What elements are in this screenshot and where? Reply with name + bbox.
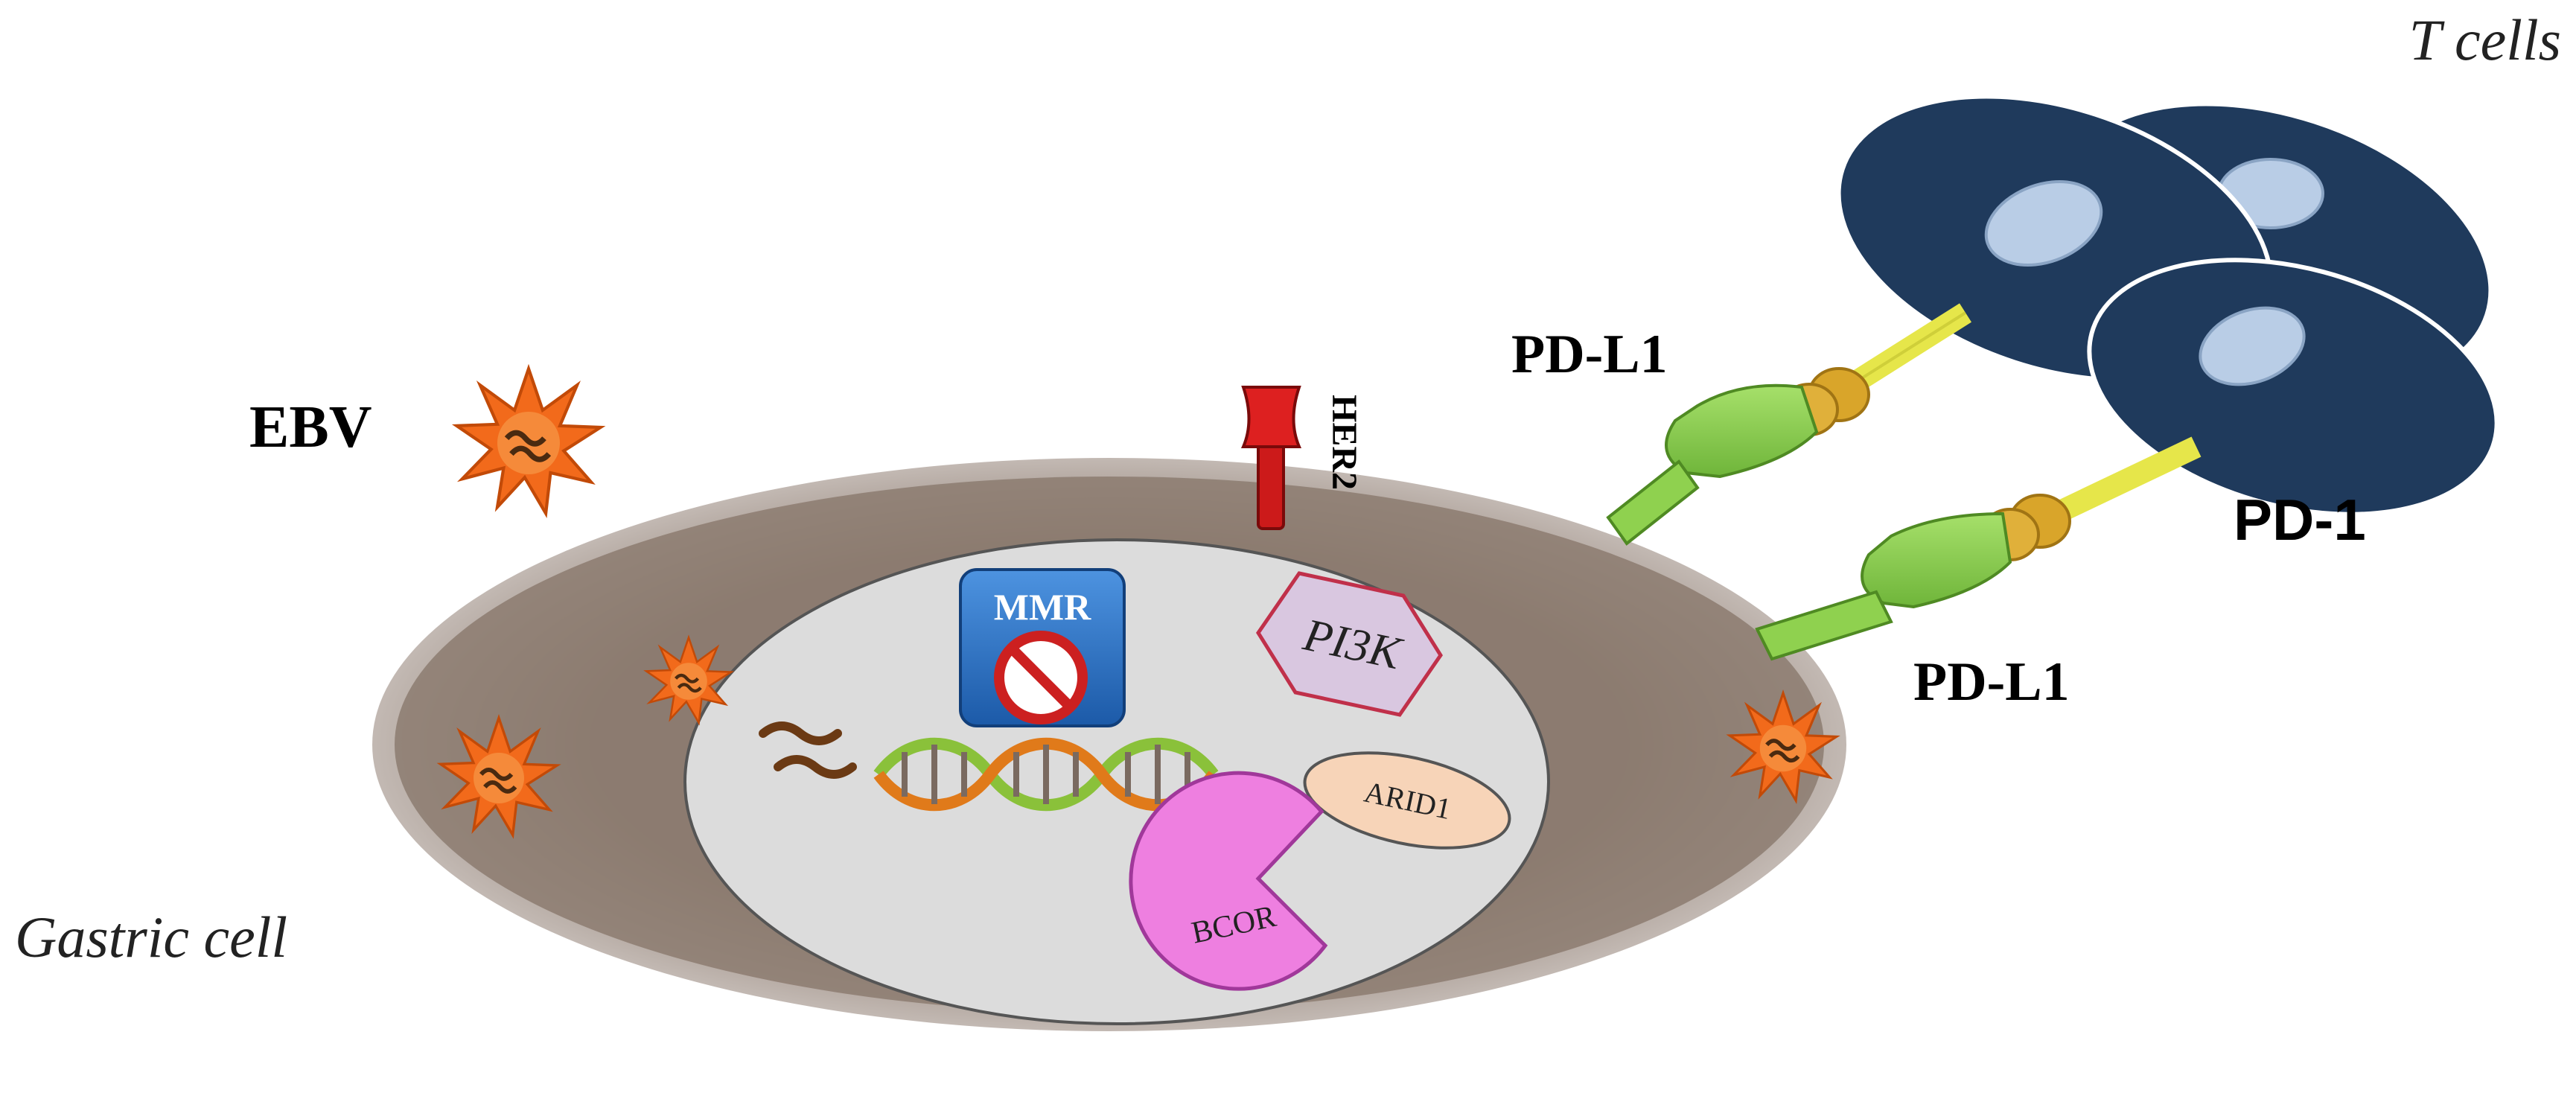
her2-label: HER2	[1324, 395, 1364, 490]
pdl1-receptor-lower	[1861, 512, 2012, 609]
pd1-pdl1-upper	[1606, 303, 1972, 546]
t-cell-left-nucleus	[1984, 179, 2103, 267]
her2-receptor	[1240, 386, 1302, 530]
arid1-ellipse	[1303, 751, 1511, 850]
pd1-pdl1-lower	[1755, 436, 2202, 661]
pi3k-hexagon	[1256, 571, 1443, 717]
ebv-virus-top	[456, 369, 600, 513]
pdl1-stalk-lower	[1755, 590, 1893, 661]
pd-1-label: PD-1	[2234, 487, 2366, 552]
mmr-label: MMR	[994, 586, 1091, 628]
ebv-label: EBV	[249, 395, 372, 460]
pd-l1-label-bottom: PD-L1	[1913, 651, 2070, 713]
gastric-cell-label: Gastric cell	[15, 905, 287, 969]
mmr-box	[959, 568, 1126, 727]
t-cells-label: T cells	[2409, 7, 2561, 72]
pdl1-receptor-upper	[1665, 383, 1819, 479]
t-cell-group	[1836, 94, 2499, 517]
dna-fragments	[759, 721, 857, 779]
bcor-shape	[1129, 771, 1328, 991]
pdl1-stalk-upper	[1606, 459, 1700, 546]
pd-l1-label-top: PD-L1	[1511, 324, 1668, 385]
t-cell-bottom-nucleus	[2199, 306, 2306, 386]
